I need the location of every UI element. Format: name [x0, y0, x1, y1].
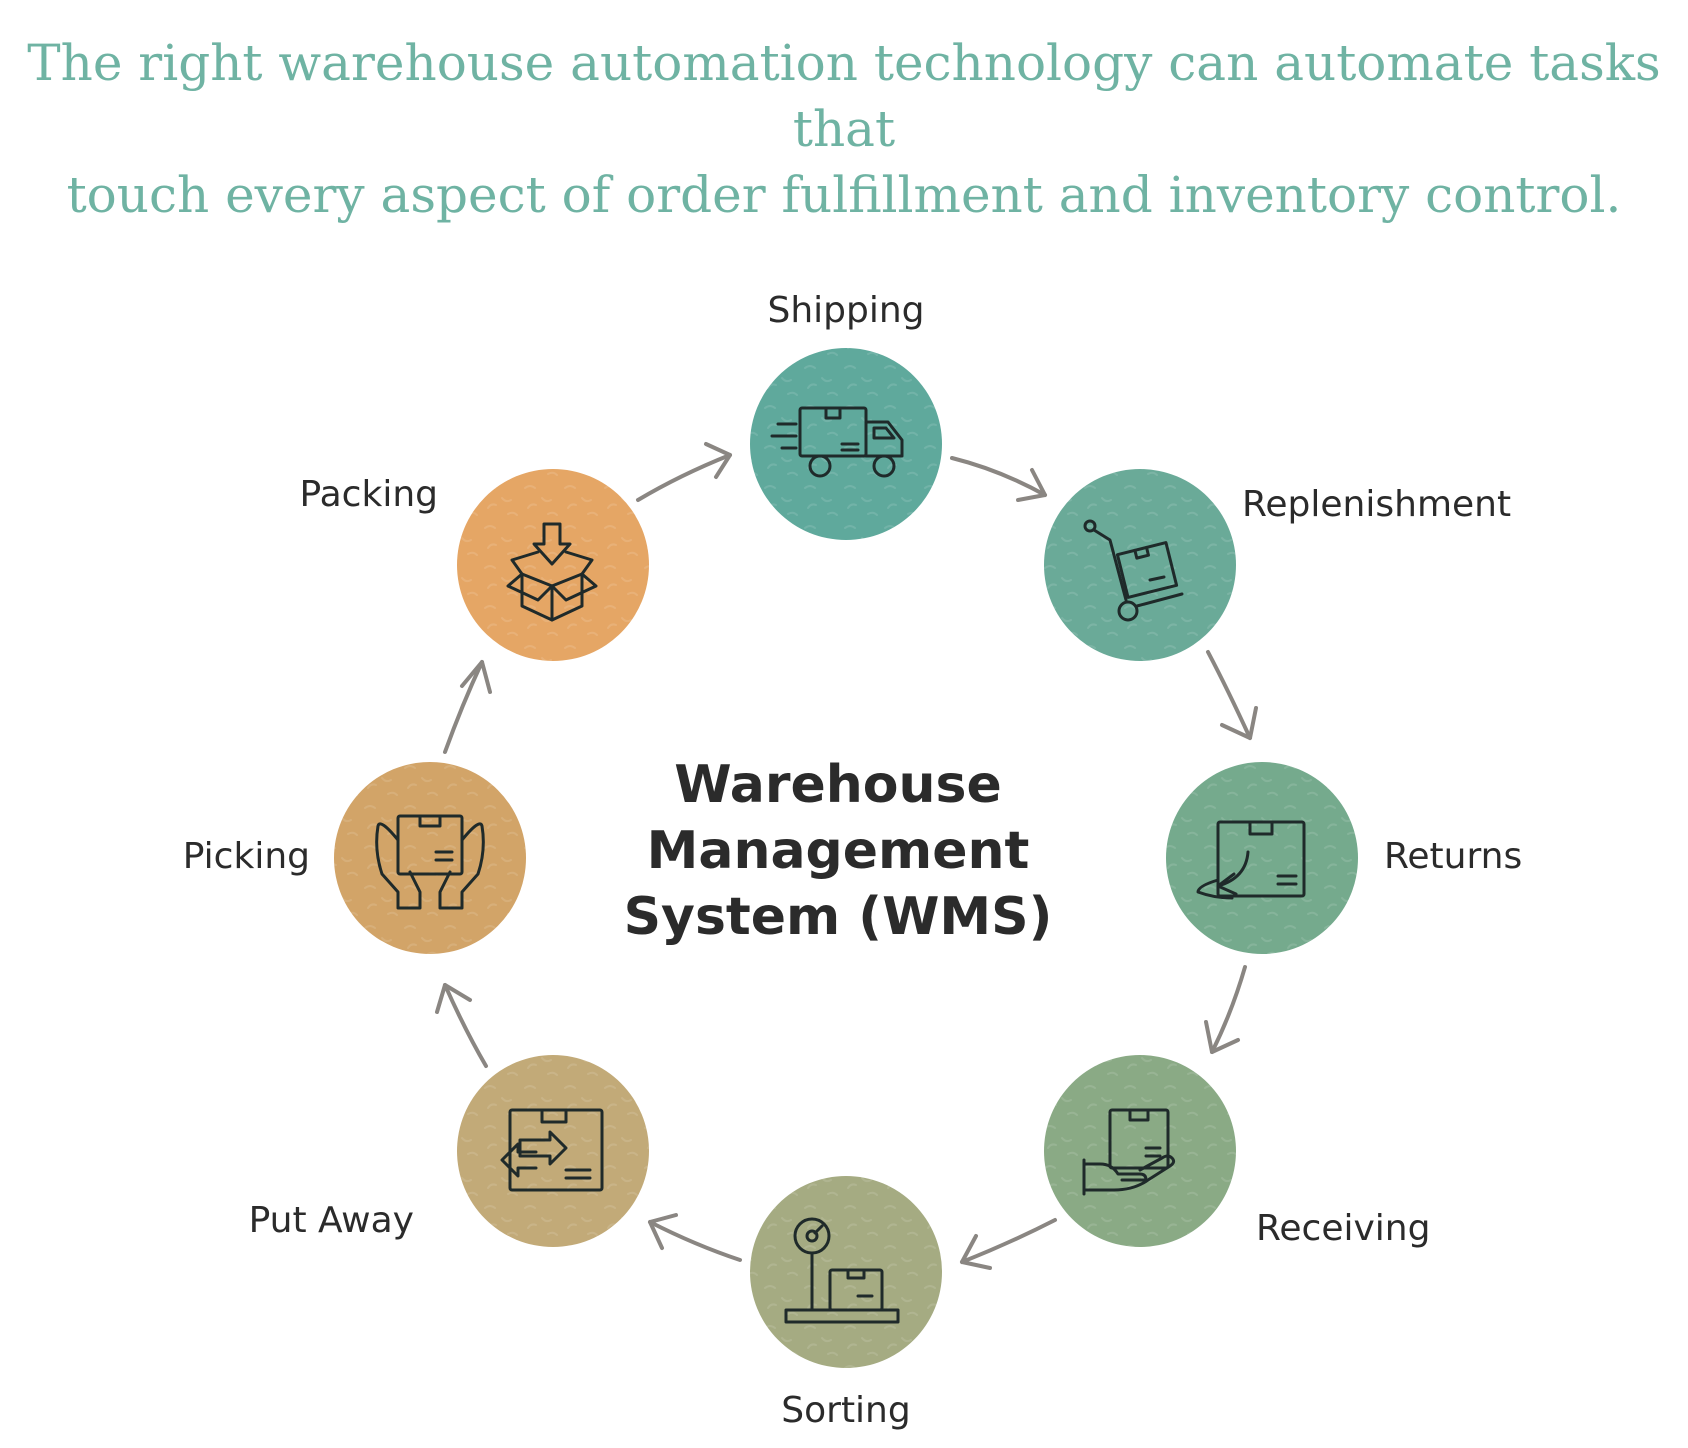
arrow-sorting-to-putaway: [648, 1213, 742, 1262]
stage-shipping: Shipping: [750, 290, 942, 540]
arrow-picking-to-packing: [443, 660, 492, 754]
headline-line-1: The right warehouse automation technolog…: [27, 34, 1661, 158]
arrow-receiving-to-sorting: [960, 1218, 1057, 1270]
stage-returns: Returns: [1166, 762, 1522, 954]
hand-box-icon: [1082, 1108, 1176, 1196]
center-title-line-2: Management: [647, 821, 1030, 881]
stage-picking: Picking: [183, 762, 526, 954]
cycle-arrows: [435, 442, 1258, 1270]
stage-label-packing: Packing: [300, 474, 438, 515]
stage-label-returns: Returns: [1384, 836, 1522, 877]
arrow-replenishment-to-returns: [1206, 650, 1258, 740]
stage-label-replenishment: Replenishment: [1242, 484, 1511, 525]
arrow-putaway-to-picking: [435, 983, 488, 1068]
arrow-packing-to-shipping: [636, 442, 732, 502]
hands-box-icon: [375, 814, 485, 910]
stage-packing: Packing: [300, 469, 649, 661]
truck-icon: [770, 406, 904, 478]
stage-put-away: Put Away: [249, 1055, 649, 1247]
box-arrows-icon: [500, 1108, 604, 1192]
arrow-returns-to-receiving: [1204, 965, 1247, 1054]
center-title-line-1: Warehouse: [674, 755, 1002, 815]
stage-label-sorting: Sorting: [781, 1390, 910, 1431]
stage-sorting: Sorting: [750, 1176, 942, 1431]
stage-label-shipping: Shipping: [767, 290, 924, 331]
center-title: Warehouse Management System (WMS): [624, 755, 1053, 947]
open-box-icon: [506, 522, 598, 622]
stage-replenishment: Replenishment: [1044, 469, 1511, 661]
stage-receiving: Receiving: [1044, 1055, 1430, 1249]
headline-line-2: touch every aspect of order fulfillment …: [66, 166, 1622, 224]
headline: The right warehouse automation technolog…: [0, 30, 1688, 228]
return-box-icon: [1196, 820, 1306, 900]
scale-icon: [784, 1217, 900, 1324]
center-title-line-3: System (WMS): [624, 887, 1053, 947]
stage-label-put-away: Put Away: [249, 1200, 414, 1241]
stage-label-receiving: Receiving: [1256, 1208, 1430, 1249]
arrow-shipping-to-replenishment: [950, 456, 1047, 502]
hand-truck-icon: [1083, 519, 1184, 622]
stage-label-picking: Picking: [183, 836, 310, 877]
